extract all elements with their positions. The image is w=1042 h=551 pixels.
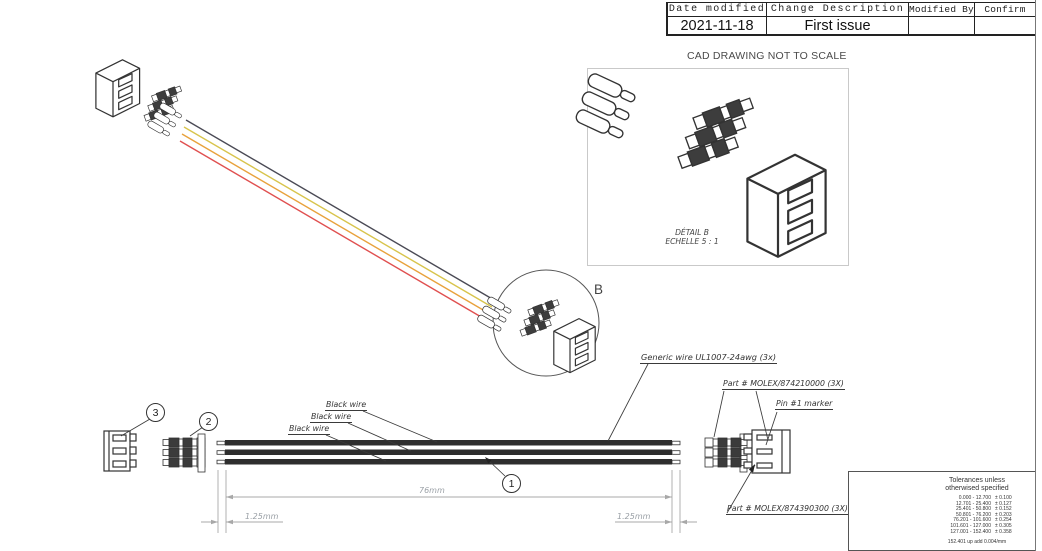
- tolerance-row: 50.801 - 76.200± 0.203: [955, 511, 1012, 518]
- rev-col-confirm: Confirm: [984, 4, 1026, 15]
- dim-strip-right: 1.25mm: [617, 512, 651, 521]
- leader-arrowheads: [485, 457, 755, 473]
- scale-note: CAD DRAWING NOT TO SCALE: [687, 50, 847, 62]
- rev-col-modified-by: Modified By: [909, 3, 975, 16]
- iso-connector-housing: [95, 59, 141, 118]
- iso-connector-housing: [746, 153, 827, 258]
- tolerance-footer: 152.401 up add 0.004/mm: [947, 539, 1007, 546]
- tolerance-row: 12.701 - 25.400± 0.127: [955, 500, 1012, 507]
- tolerance-row: 0.000 - 12.700± 0.100: [958, 495, 1012, 501]
- rev-modified-by-value: [909, 17, 975, 34]
- pin1-marker-label: Pin #1 marker: [775, 399, 834, 410]
- tolerance-title-line1: Tolerances unless: [948, 477, 1006, 484]
- rev-confirm-value: [975, 17, 1035, 34]
- generic-wire-label: Generic wire UL1007-24awg (3x): [640, 352, 778, 364]
- dim-overall-length: 76mm: [419, 486, 445, 495]
- terminal-part-label: Part # MOLEX/874390300 (3X): [726, 504, 849, 515]
- tolerance-row: 127.001 - 152.400± 0.358: [950, 528, 1012, 535]
- leader-lines: [120, 363, 778, 514]
- black-wire-label-3: Black wire: [288, 424, 331, 435]
- tolerance-row: 25.401 - 50.800± 0.152: [955, 506, 1012, 513]
- tolerance-content: Tolerances unless otherwised specified 0…: [921, 477, 1033, 545]
- flat-terminal: [704, 447, 748, 458]
- housing-part-label: Part # MOLEX/874210000 (3X): [722, 379, 845, 390]
- dimension-arrowheads: [211, 494, 687, 525]
- callout-wire: 1: [502, 474, 521, 493]
- black-wire-label-1: Black wire: [325, 400, 368, 411]
- detail-view-box: [587, 68, 849, 266]
- iso-crimp-terminals: [677, 96, 754, 170]
- revision-table-header: Date modified Change Description Modifie…: [668, 3, 1035, 17]
- sheet-frame-right-border: [1035, 0, 1036, 551]
- detail-scale: ECHELLE 5 : 1: [665, 237, 719, 246]
- rev-col-date-modified: Date modified: [668, 3, 767, 16]
- rev-date-value: 2021-11-18: [668, 17, 767, 34]
- flat-wires: [216, 440, 681, 465]
- revision-table-row: 2021-11-18 First issue: [668, 17, 1035, 34]
- rev-col-change-description: Change Description: [767, 3, 909, 16]
- flat-cable-view: [103, 429, 791, 474]
- iso-connector-housing: [553, 318, 596, 374]
- callout-housing: 3: [146, 403, 165, 422]
- rev-description-value: First issue: [767, 17, 909, 34]
- tolerance-rows: 0.000 - 12.700± 0.100 12.701 - 25.400± 0…: [921, 495, 1033, 535]
- tolerance-title-line2: otherwised specified: [945, 485, 1009, 492]
- revision-table: Date modified Change Description Modifie…: [666, 2, 1036, 36]
- tolerance-row: 101.601 - 127.000± 0.305: [950, 522, 1012, 529]
- flat-connector-housing-left: [103, 430, 137, 472]
- tolerance-row: 76.201 - 101.600± 0.254: [953, 517, 1012, 524]
- dim-strip-left: 1.25mm: [245, 512, 279, 521]
- tolerance-block: Tolerances unless otherwised specified 0…: [848, 471, 1036, 551]
- detail-title: DÉTAIL B: [675, 228, 709, 237]
- wire-bundle: [146, 101, 495, 322]
- detail-circle-b: [476, 269, 600, 377]
- flat-terminal: [704, 437, 748, 448]
- detail-caption: DÉTAIL B ECHELLE 5 : 1: [640, 228, 744, 246]
- black-wire-label-2: Black wire: [310, 412, 353, 423]
- dimension-lines: [201, 470, 697, 533]
- callout-terminal: 2: [199, 412, 218, 431]
- detail-view-letter: B: [594, 282, 604, 297]
- flat-terminal: [704, 457, 748, 468]
